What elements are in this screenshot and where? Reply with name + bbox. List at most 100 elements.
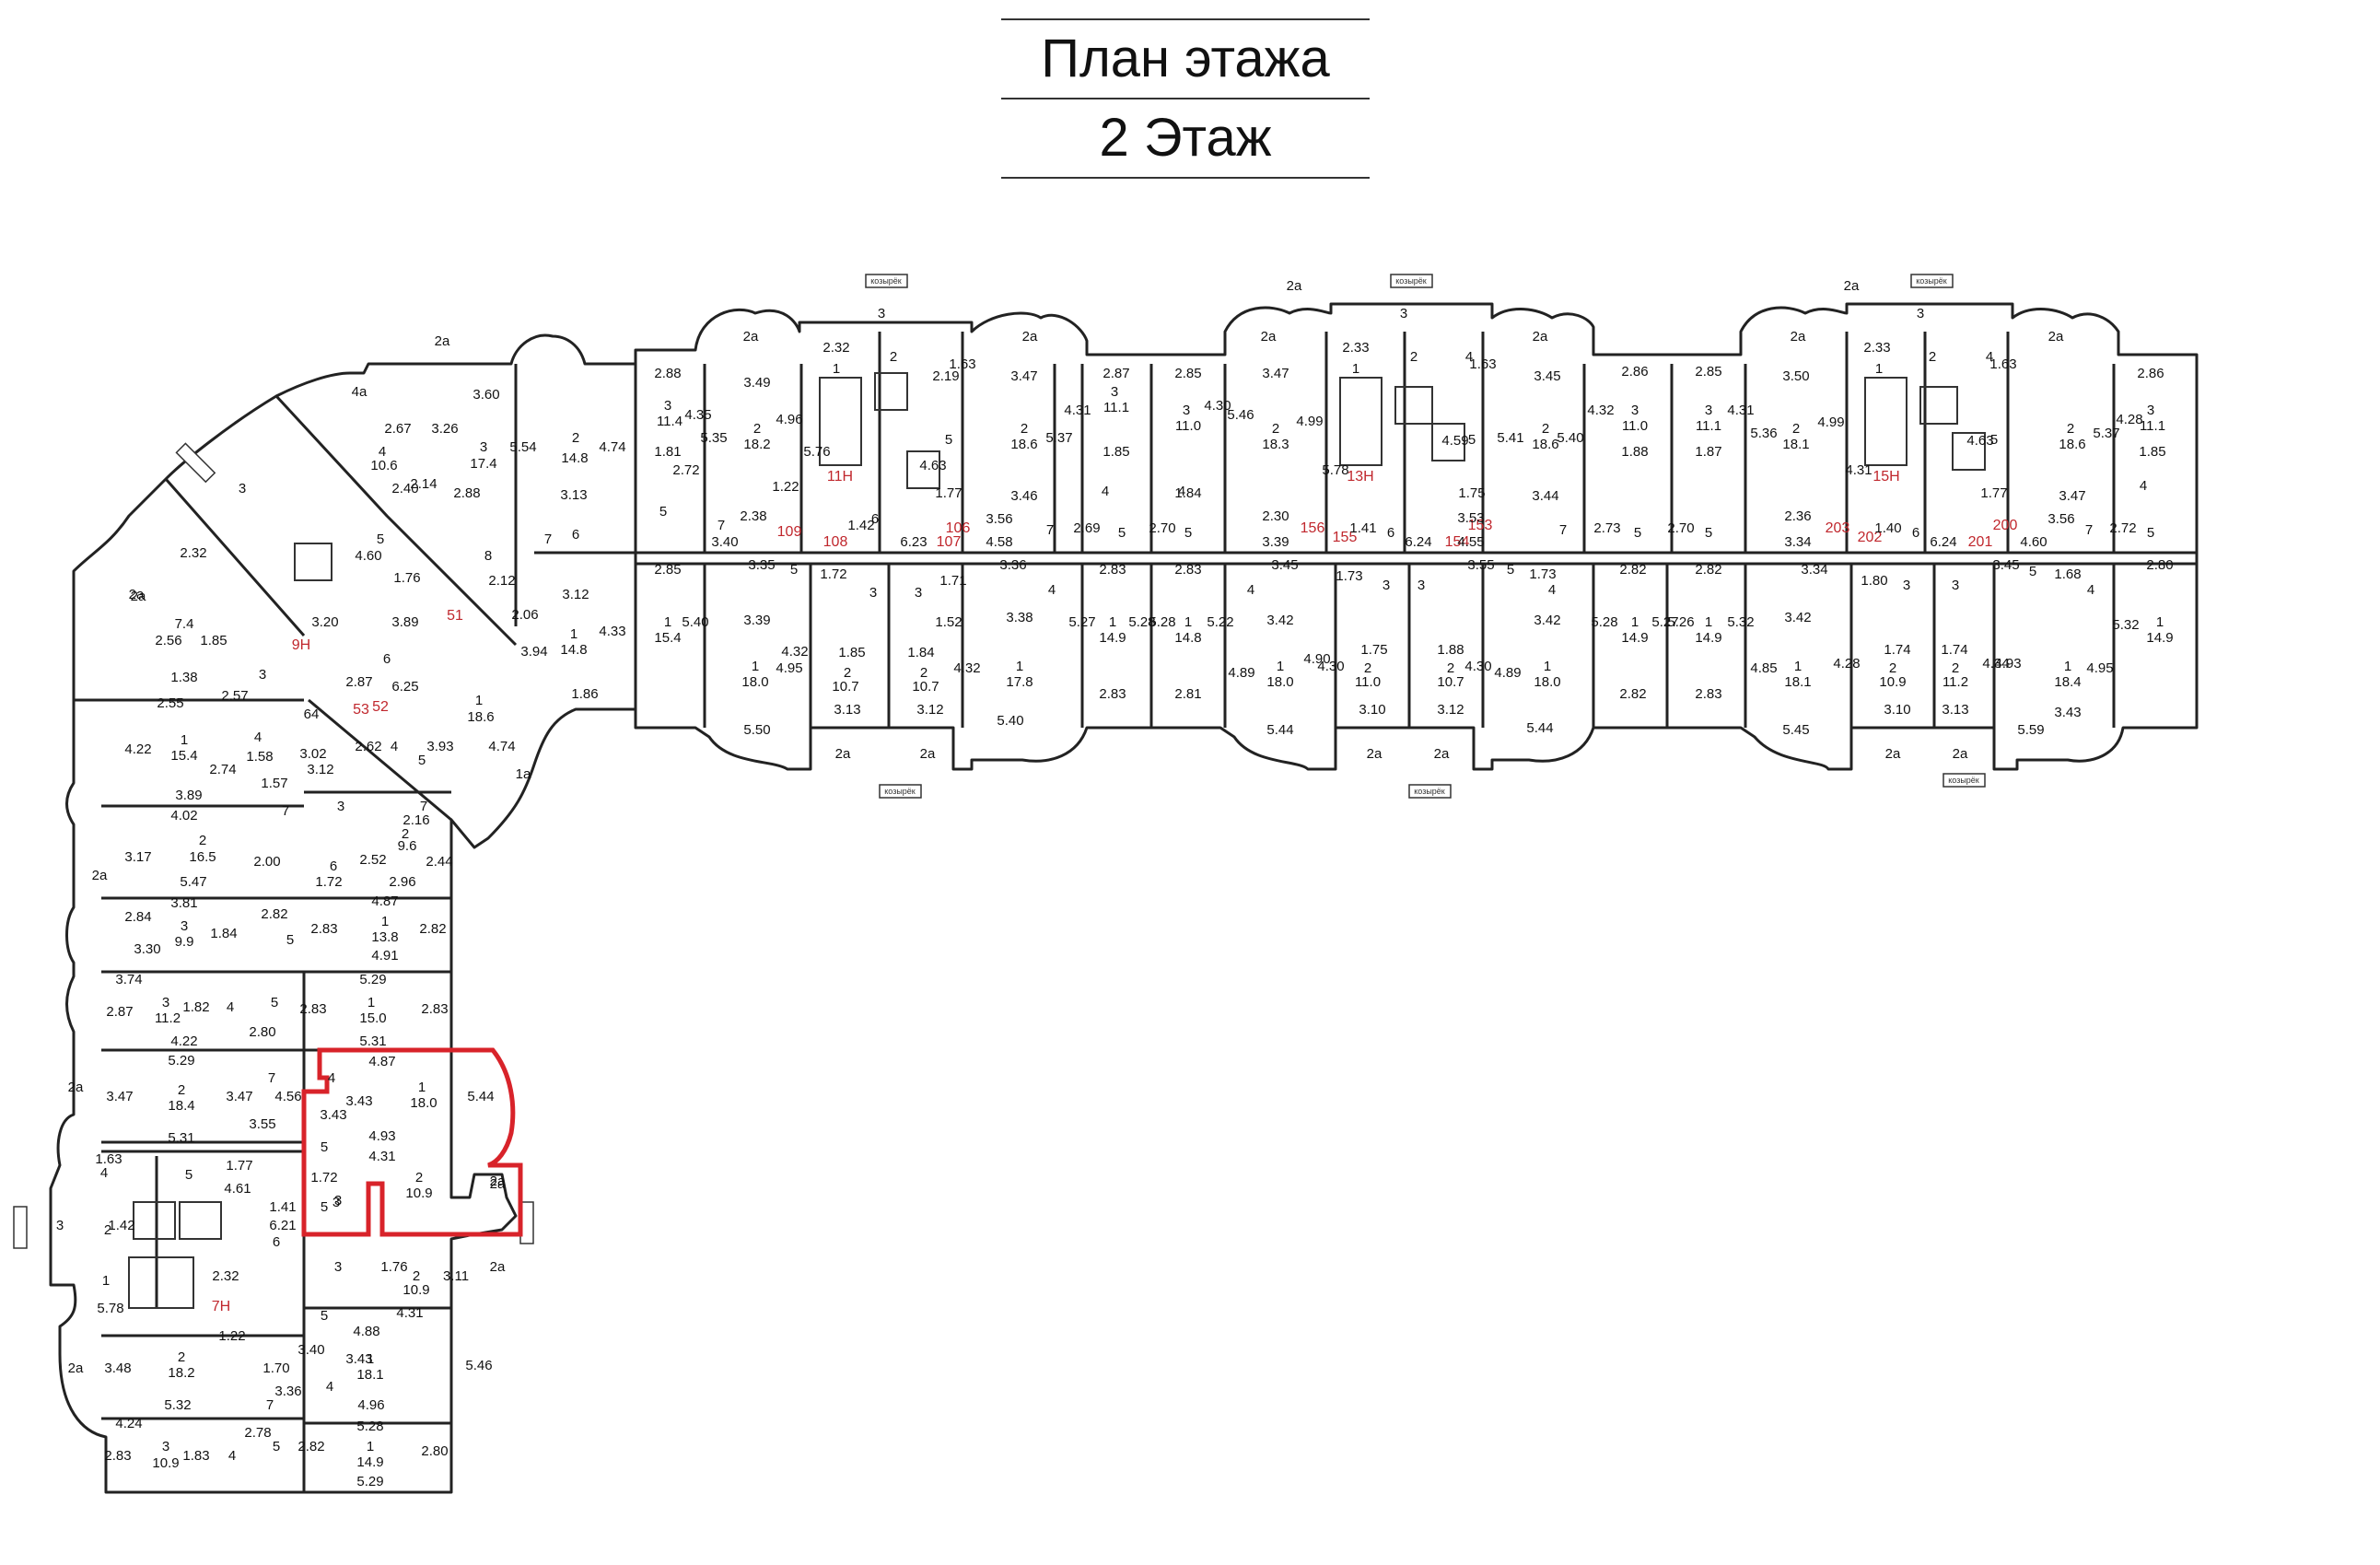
room-label: 1.73 bbox=[1529, 566, 1556, 582]
room-label: 1 bbox=[381, 914, 389, 929]
room-label: 4 bbox=[1102, 484, 1109, 499]
room-label: 4.93 bbox=[1994, 656, 2021, 672]
room-label: 2.82 bbox=[1619, 562, 1646, 578]
room-label: 1.22 bbox=[218, 1328, 245, 1344]
room-label: 2 bbox=[402, 826, 409, 842]
room-label: 3 bbox=[1418, 578, 1425, 593]
room-label: 5.78 bbox=[97, 1301, 123, 1316]
room-label: 2 bbox=[572, 430, 579, 446]
room-label: 18.6 bbox=[1532, 437, 1558, 452]
room-label: 1.75 bbox=[1458, 485, 1485, 501]
svg-text:5.44: 5.44 bbox=[467, 1089, 494, 1104]
room-label: 2 bbox=[178, 1349, 185, 1365]
room-label: 1.70 bbox=[262, 1361, 289, 1376]
room-label: 5.37 bbox=[1045, 430, 1072, 446]
room-label: 4.90 bbox=[1303, 651, 1330, 667]
room-label: 4 bbox=[228, 1448, 236, 1464]
room-label: 2а bbox=[92, 868, 108, 883]
room-label: 6 bbox=[383, 651, 391, 667]
room-label: 4.33 bbox=[599, 624, 625, 639]
room-label: 4.85 bbox=[1750, 660, 1777, 676]
room-label: 2 bbox=[1542, 421, 1549, 437]
room-label: 4 bbox=[1548, 582, 1556, 598]
room-label: 6.21 bbox=[269, 1218, 296, 1233]
room-label: 1.87 bbox=[1695, 444, 1721, 460]
svg-text:2: 2 bbox=[415, 1170, 423, 1185]
room-label: 5 bbox=[321, 1308, 328, 1324]
room-label: 5 bbox=[377, 531, 384, 547]
unit-number-label: 52 bbox=[372, 699, 389, 715]
room-label: 3 bbox=[337, 799, 344, 814]
svg-text:козырёк: козырёк bbox=[884, 787, 916, 796]
room-label: 2 bbox=[844, 665, 851, 681]
room-label: 1.85 bbox=[838, 645, 865, 660]
room-label: 1.68 bbox=[2054, 566, 2081, 582]
room-label: 2 bbox=[178, 1082, 185, 1098]
room-label: 7 bbox=[268, 1070, 275, 1086]
room-label: 3.12 bbox=[307, 762, 333, 777]
room-label: 2а bbox=[835, 746, 851, 762]
room-label: 2а bbox=[2048, 329, 2064, 345]
svg-text:козырёк: козырёк bbox=[1414, 787, 1445, 796]
room-label: 5.27 bbox=[1068, 614, 1095, 630]
room-label: 5 bbox=[418, 753, 426, 768]
room-label: 3.43 bbox=[2054, 705, 2081, 720]
room-label: 3.45 bbox=[1534, 368, 1560, 384]
room-label: 2а bbox=[743, 329, 759, 345]
room-label: 3.43 bbox=[345, 1351, 372, 1367]
room-label: 6 bbox=[572, 527, 579, 543]
right-wing-outline bbox=[634, 302, 2199, 771]
room-label: 1.74 bbox=[1941, 642, 1967, 658]
room-label: 2а bbox=[68, 1080, 84, 1095]
room-label: 3.20 bbox=[311, 614, 338, 630]
room-label: 7 bbox=[718, 518, 725, 533]
room-label: 17.4 bbox=[470, 456, 496, 472]
room-label: 5.76 bbox=[803, 444, 830, 460]
room-label: 11.4 bbox=[657, 414, 682, 429]
room-label: 4.22 bbox=[124, 742, 151, 757]
room-label: 3 bbox=[162, 1439, 169, 1454]
room-label: 1 bbox=[1544, 659, 1551, 674]
canopy-boxes bbox=[13, 274, 1986, 1249]
room-label: 2.44 bbox=[426, 854, 452, 870]
room-label: 1.74 bbox=[1884, 642, 1910, 658]
room-label: 2.36 bbox=[1784, 508, 1811, 524]
room-label: 10.7 bbox=[1437, 674, 1464, 690]
room-label: 5.27 bbox=[1651, 614, 1678, 630]
room-label: 4 bbox=[2140, 478, 2147, 494]
room-label: 4.95 bbox=[776, 660, 802, 676]
room-label: 3.40 bbox=[298, 1342, 324, 1358]
room-label: 2.69 bbox=[1073, 520, 1100, 536]
elevator-11b bbox=[906, 450, 940, 489]
elevator-15 bbox=[1919, 386, 1958, 425]
room-label: 5 bbox=[321, 1199, 328, 1215]
room-label: 4.87 bbox=[371, 893, 398, 909]
svg-text:1: 1 bbox=[418, 1080, 426, 1095]
room-label: 3 bbox=[1382, 578, 1390, 593]
room-label: 2.85 bbox=[654, 562, 681, 578]
svg-text:4: 4 bbox=[328, 1070, 335, 1086]
room-label: 3.13 bbox=[834, 702, 860, 718]
room-label: 1.84 bbox=[210, 926, 237, 941]
room-label: 3.48 bbox=[104, 1361, 131, 1376]
room-label: 3.17 bbox=[124, 849, 151, 865]
unit-number-label: 108 bbox=[823, 534, 848, 550]
room-label: 64 bbox=[304, 707, 320, 722]
title-top-rule bbox=[1001, 18, 1370, 20]
unit-number-label: 203 bbox=[1826, 520, 1850, 536]
room-label: 15.4 bbox=[170, 748, 197, 764]
room-label: 2 bbox=[1272, 421, 1279, 437]
room-label: 5.28 bbox=[1591, 614, 1617, 630]
highlighted-apartment-outline[interactable] bbox=[301, 1047, 523, 1237]
room-label: 4.28 bbox=[1833, 656, 1860, 672]
room-label: 5.50 bbox=[743, 722, 770, 738]
room-label: 3.13 bbox=[1942, 702, 1968, 718]
room-label: 1 bbox=[368, 995, 375, 1010]
room-label: 4.28 bbox=[2116, 412, 2142, 427]
room-label: 1.77 bbox=[226, 1158, 252, 1174]
room-label: 2.83 bbox=[1695, 686, 1721, 702]
room-label: 4.31 bbox=[1845, 462, 1872, 478]
room-label: 3 bbox=[239, 481, 246, 496]
svg-text:козырёк: козырёк bbox=[1948, 776, 1979, 785]
elevator-9 bbox=[294, 543, 332, 581]
